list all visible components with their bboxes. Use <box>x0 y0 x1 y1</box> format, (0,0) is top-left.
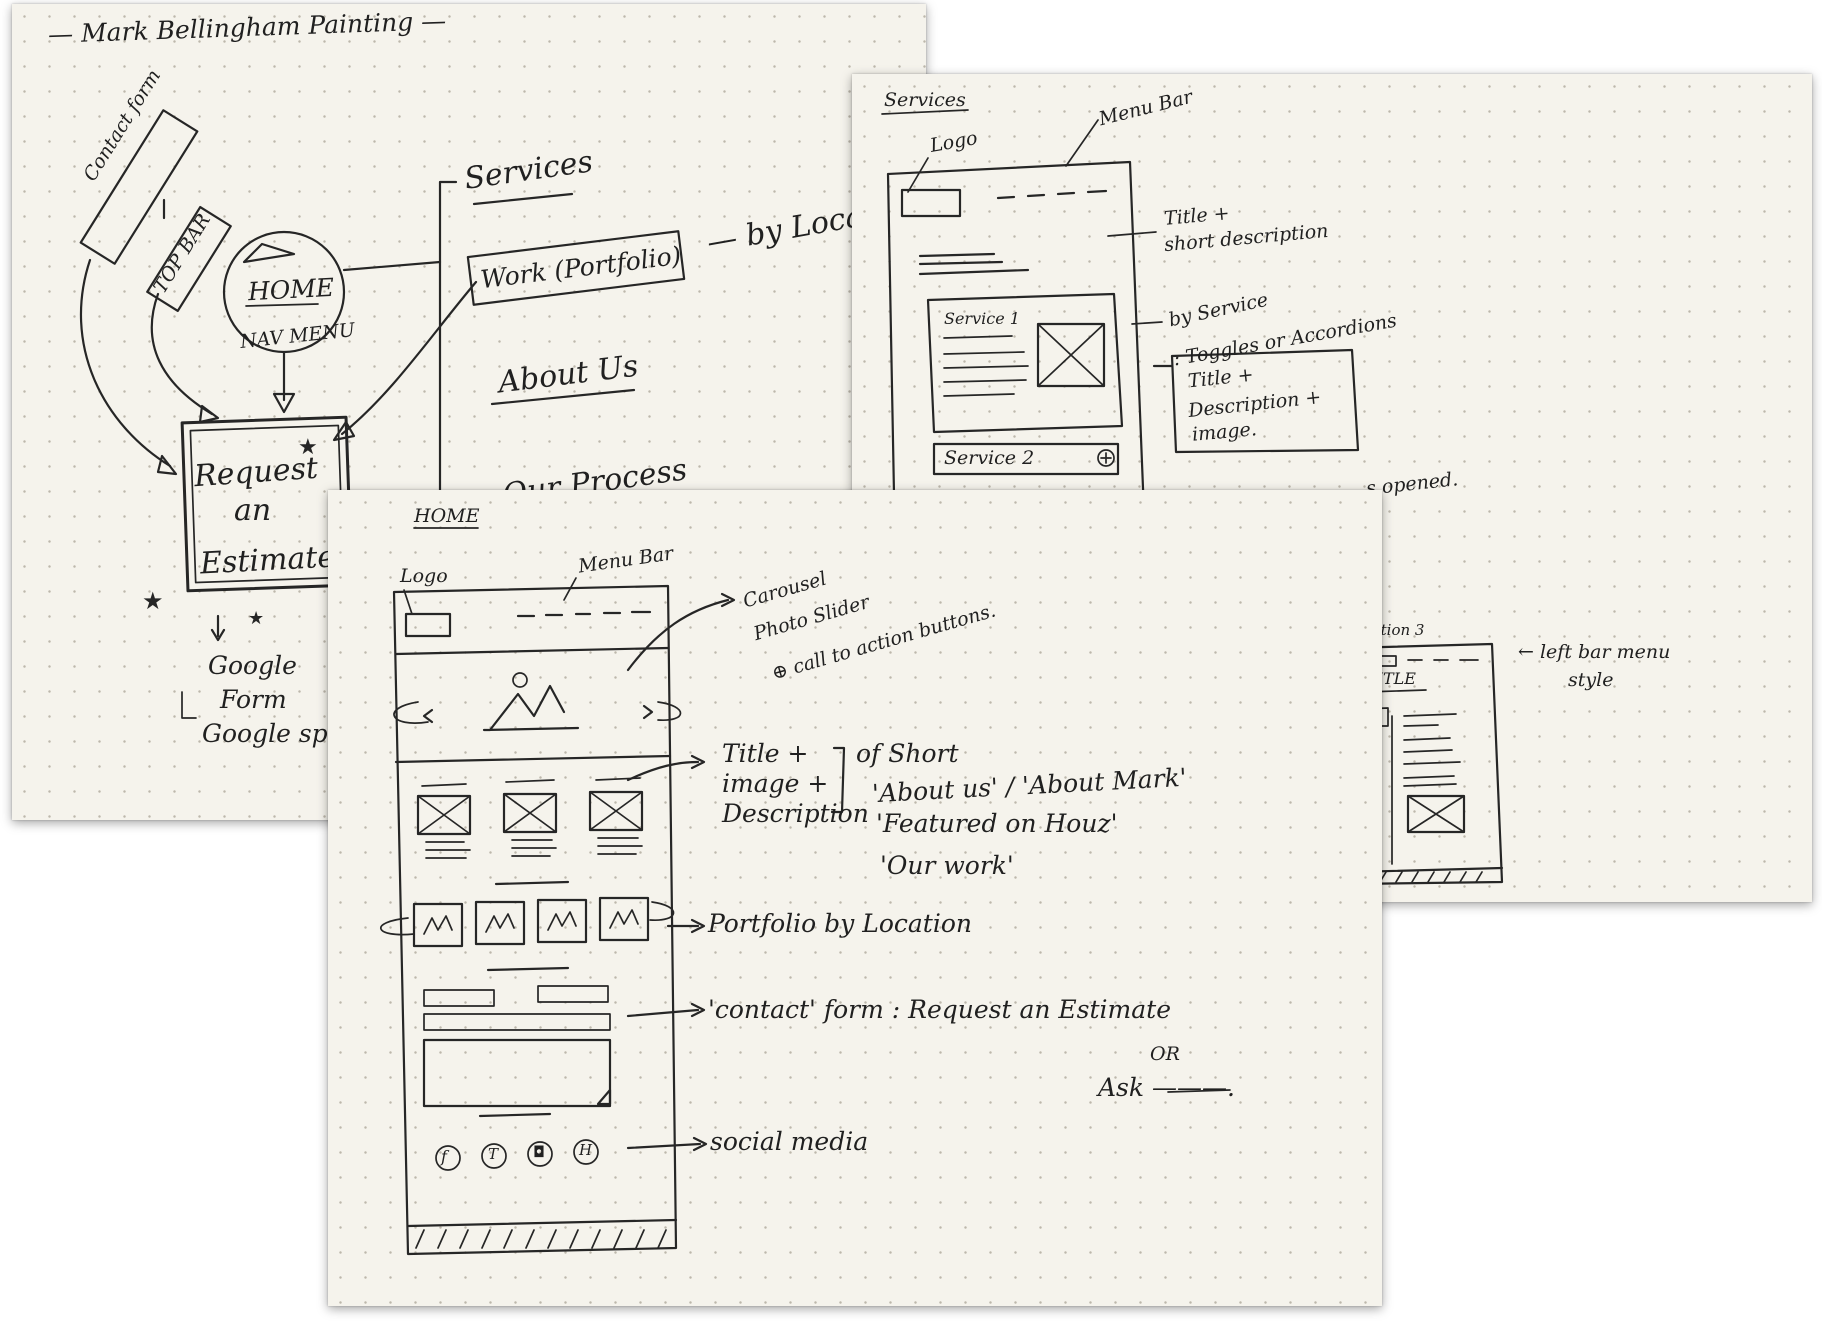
service2-accordion <box>932 442 1120 476</box>
plus-circle-icon <box>1097 449 1115 467</box>
sheet3-title: HOME <box>414 505 480 527</box>
google-sheet-label: Google sp <box>202 719 328 748</box>
form-label: Form <box>220 685 287 714</box>
social-media-label: social media <box>710 1127 869 1156</box>
title-plus-label: Title + <box>722 739 809 768</box>
home-label: HOME <box>247 272 335 307</box>
google-label: Google <box>208 651 297 680</box>
sitemap-drawing: ★ ★ ★ <box>79 109 686 719</box>
service1-card <box>926 292 1124 434</box>
card1-image-placeholder <box>416 794 472 836</box>
svg-text:★: ★ <box>248 608 264 629</box>
svg-text:★: ★ <box>142 587 164 615</box>
carousel-prev-icon[interactable] <box>422 708 434 724</box>
portfolio-thumb-2[interactable] <box>474 900 526 946</box>
contact-form-box <box>79 109 199 265</box>
left-bar-menu-label: ← left bar menu <box>1518 641 1671 663</box>
card3-image-placeholder <box>588 790 644 832</box>
facebook-icon[interactable] <box>435 1145 461 1171</box>
ask-label: Ask ———. <box>1098 1073 1235 1102</box>
portfolio-thumb-3[interactable] <box>536 898 588 944</box>
arrow-down-icon <box>272 392 296 414</box>
of-short-label: of Short <box>856 739 959 768</box>
home-page-frame <box>392 584 678 1256</box>
instagram-letter: ◘ <box>533 1143 545 1161</box>
carousel-image-icon <box>482 684 580 732</box>
image-plus-label: image + <box>722 769 829 798</box>
card2-image-placeholder <box>502 792 558 834</box>
houzz-icon[interactable] <box>573 1139 599 1165</box>
service-description-box <box>1170 348 1360 454</box>
sheet-sitemap: ★ ★ ★ — Mark Bellingham Painting — Conta… <box>12 4 926 820</box>
house-roof-icon <box>242 242 296 264</box>
twitter-icon[interactable] <box>481 1143 507 1169</box>
sheet2-title: Services <box>884 89 966 111</box>
service1-label: Service 1 <box>944 309 1020 328</box>
portfolio-thumb-1[interactable] <box>412 902 464 948</box>
sheet3-logo-label: Logo <box>400 565 448 587</box>
description-label: Description <box>722 799 869 828</box>
twitter-letter: T <box>488 1145 499 1163</box>
estimate-label: Estimate <box>199 539 336 582</box>
style-label: style <box>1568 669 1614 691</box>
portfolio-thumb-4[interactable] <box>598 896 650 942</box>
an-label: an <box>234 493 272 528</box>
home-logo-box <box>404 612 452 638</box>
home-wireframe-drawing <box>380 527 1231 1256</box>
facebook-letter: f <box>441 1147 447 1166</box>
service2-label: Service 2 <box>944 447 1035 469</box>
contact-form-textarea <box>422 1038 612 1108</box>
sheet-home: HOME Logo Menu Bar Carousel Photo Slider… <box>328 490 1382 1306</box>
or-label: OR <box>1150 1043 1180 1065</box>
houzz-letter: H <box>579 1141 593 1159</box>
work-portfolio-box <box>466 230 686 306</box>
service1-image-placeholder <box>1036 322 1106 388</box>
our-work-label: 'Our work' <box>880 851 1014 880</box>
svg-text:★: ★ <box>298 435 318 460</box>
instagram-icon[interactable] <box>527 1141 553 1167</box>
contact-form-label: 'contact' form : Request an Estimate <box>708 995 1171 1024</box>
featured-label: 'Featured on Houz' <box>876 809 1118 838</box>
portfolio-location-label: Portfolio by Location <box>708 909 972 938</box>
top-bar-box <box>146 205 232 313</box>
option3-image-placeholder <box>1406 794 1466 834</box>
carousel-next-icon[interactable] <box>642 704 654 720</box>
